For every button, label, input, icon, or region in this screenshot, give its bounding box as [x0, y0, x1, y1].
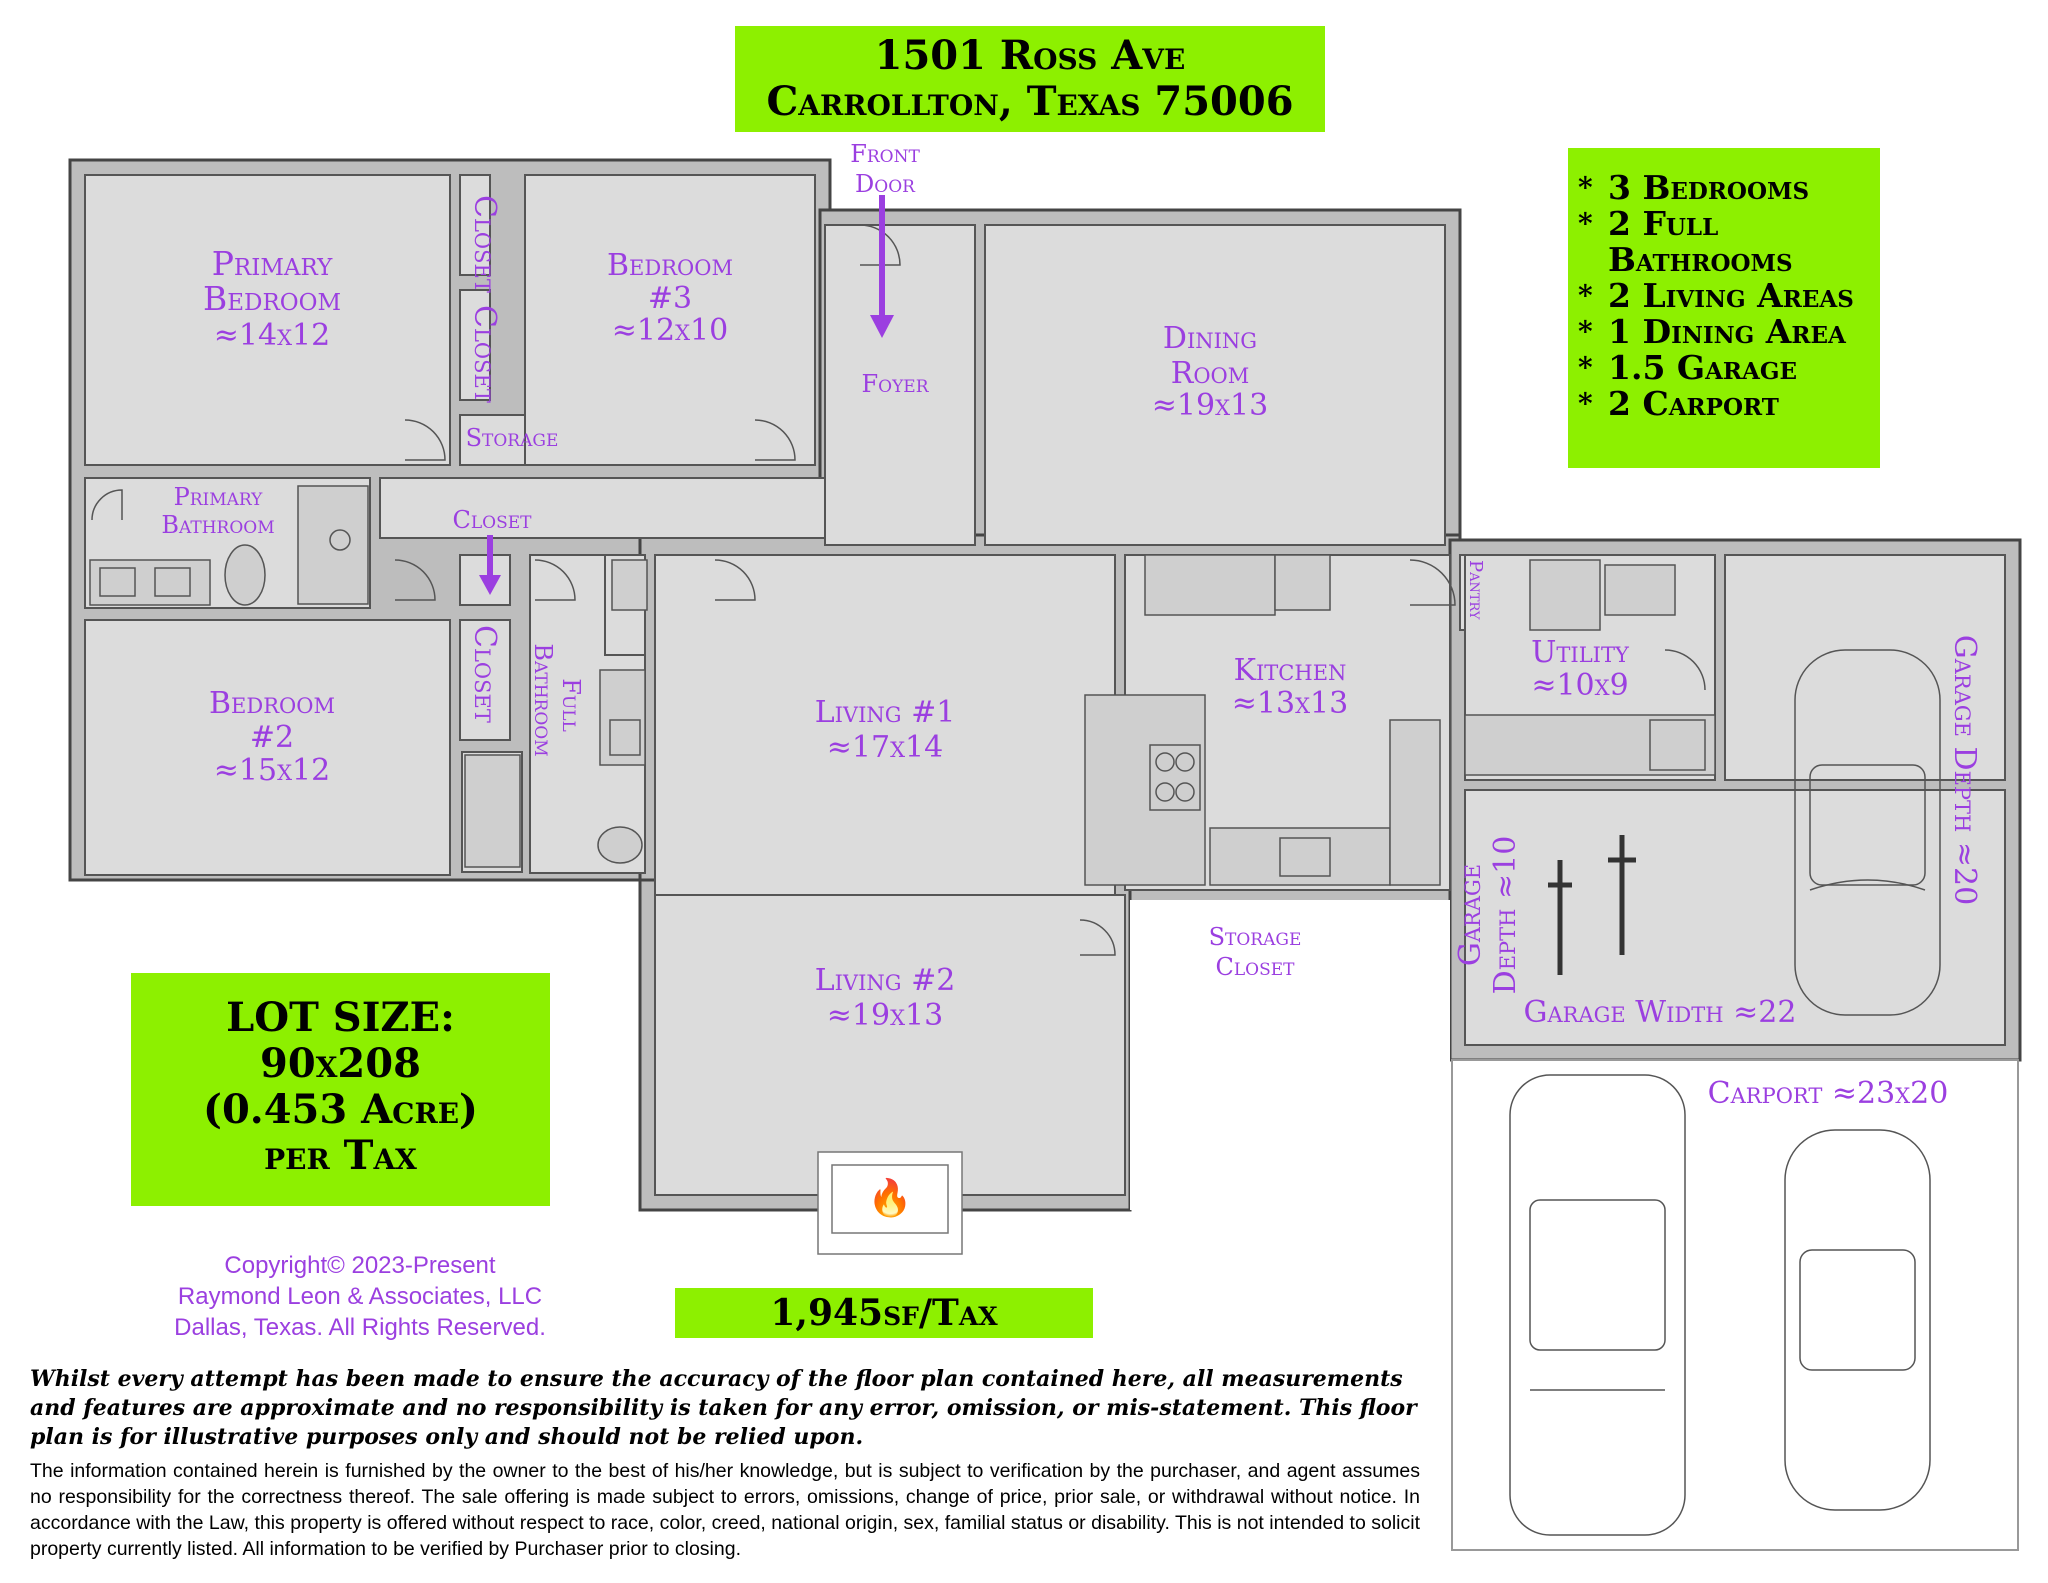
garage-depth-label: Garage Depth ≈20: [1947, 635, 1982, 905]
closet-label: Closet: [453, 506, 533, 534]
kitchen-name: Kitchen: [1234, 653, 1347, 688]
svg-text:Closet: Closet: [1216, 953, 1296, 981]
square-footage: 1,945sf/Tax: [675, 1288, 1093, 1338]
address-banner: 1501 Ross Ave Carrollton, Texas 75006: [735, 26, 1325, 132]
closet-label: Closet: [467, 195, 502, 293]
primary-bedroom-name: Primary: [212, 244, 333, 283]
garage-car: [1794, 649, 1941, 1016]
pantry-label: Pantry: [1465, 560, 1486, 620]
feature-item: 1.5 Garage: [1578, 350, 1880, 387]
foyer-label: Foyer: [861, 370, 929, 398]
svg-text:Door: Door: [855, 170, 916, 198]
svg-text:Bathroom: Bathroom: [161, 511, 274, 539]
lot-size-box: LOT SIZE: 90x208 (0.453 Acre) per Tax: [131, 973, 550, 1206]
lot-acreage: (0.453 Acre): [203, 1086, 478, 1133]
lot-dimensions: 90x208: [260, 1040, 421, 1087]
carport-label: Carport ≈23x20: [1708, 1076, 1949, 1111]
fire-icon: 🔥: [868, 1177, 913, 1219]
primary-bedroom-size: ≈14x12: [214, 318, 330, 353]
bedroom2-size: ≈15x12: [214, 753, 330, 788]
closet-label: Closet: [467, 625, 502, 723]
front-door-arrow: [870, 195, 894, 338]
svg-text:Depth ≈10: Depth ≈10: [1488, 836, 1523, 995]
carport-truck: [1509, 1074, 1686, 1536]
bedroom3-size: ≈12x10: [612, 313, 728, 348]
storage-label: Storage: [466, 424, 559, 452]
svg-text:Room: Room: [1171, 356, 1250, 391]
feature-item: 2 Living Areas: [1578, 278, 1880, 315]
utility-name: Utility: [1531, 635, 1630, 670]
svg-text:Bedroom: Bedroom: [203, 279, 341, 318]
carport-area: [1451, 1059, 2019, 1551]
dining-size: ≈19x13: [1152, 388, 1268, 423]
bedroom2-name: Bedroom: [209, 686, 335, 721]
garage-depth-small-label: Garage: [1453, 864, 1488, 966]
legal-notice: The information contained herein is furn…: [30, 1460, 1420, 1560]
front-door-label: Front: [850, 140, 920, 168]
closet-arrow: [479, 535, 501, 595]
svg-text:#2: #2: [250, 720, 294, 755]
storage-closet-area: [1130, 900, 1450, 1210]
carport-car: [1784, 1129, 1931, 1511]
features-box: 3 Bedrooms 2 Full Bathrooms 2 Living Are…: [1568, 148, 1880, 468]
svg-text:Bathroom: Bathroom: [529, 643, 557, 756]
kitchen-size: ≈13x13: [1232, 686, 1348, 721]
copyright-line: Dallas, Texas. All Rights Reserved.: [174, 1314, 546, 1341]
feature-item: 1 Dining Area: [1578, 314, 1880, 351]
primary-bath-label: Primary: [174, 483, 264, 511]
lot-title: LOT SIZE:: [226, 994, 455, 1041]
living1-name: Living #1: [815, 695, 956, 730]
dining-name: Dining: [1163, 321, 1257, 356]
copyright-line: Raymond Leon & Associates, LLC: [177, 1283, 543, 1310]
storage-closet-label: Storage: [1209, 923, 1302, 951]
living2-size: ≈19x13: [827, 998, 943, 1033]
closet-label: Closet: [467, 305, 502, 403]
feature-item: 2 Carport: [1578, 386, 1880, 423]
copyright: Copyright© 2023-Present Raymond Leon & A…: [140, 1250, 580, 1343]
room-labels: Primary Bedroom ≈14x12 Closet Closet Sto…: [161, 140, 1982, 1111]
lot-source: per Tax: [264, 1132, 417, 1179]
full-bath-label: Full: [557, 678, 585, 732]
svg-text:#3: #3: [648, 281, 692, 316]
feature-item: 3 Bedrooms: [1578, 170, 1880, 207]
address-line2: Carrollton, Texas 75006: [766, 78, 1294, 125]
feature-item: 2 Full Bathrooms: [1578, 206, 1880, 278]
kitchen-fixtures: [1084, 554, 1441, 886]
door-swings: [91, 224, 1706, 956]
bath-fixtures: [89, 485, 648, 868]
copyright-line: Copyright© 2023-Present: [224, 1252, 496, 1279]
utility-fixtures: [1464, 559, 1716, 776]
living2-name: Living #2: [815, 963, 956, 998]
bicycles: [1548, 835, 1636, 975]
bedroom3-name: Bedroom: [607, 248, 733, 283]
garage-width-label: Garage Width ≈22: [1524, 995, 1797, 1030]
utility-size: ≈10x9: [1531, 668, 1628, 703]
address-line1: 1501 Ross Ave: [874, 32, 1186, 79]
disclaimer: Whilst every attempt has been made to en…: [30, 1366, 1417, 1450]
living1-size: ≈17x14: [827, 730, 943, 765]
